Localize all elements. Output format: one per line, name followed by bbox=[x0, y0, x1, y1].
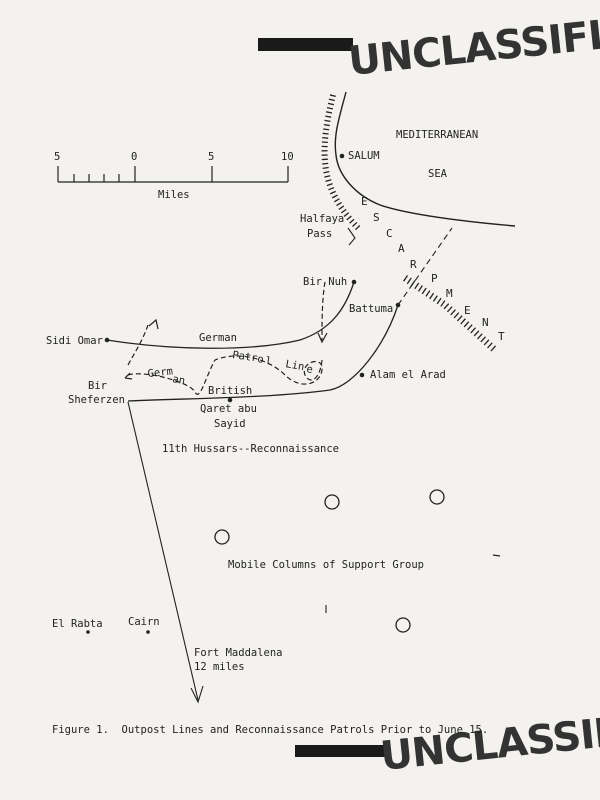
salum-dot bbox=[339, 153, 345, 159]
scale-tick-label: 5 bbox=[208, 151, 214, 163]
place-label-halfaya: Pass bbox=[307, 228, 332, 240]
german-patrol-route bbox=[127, 324, 149, 366]
escarpment-hatch-upper bbox=[321, 94, 363, 233]
escarpment-letter: M bbox=[446, 287, 453, 300]
arrowhead bbox=[124, 372, 133, 380]
stamp-top: UNCLASSIFIED bbox=[346, 6, 600, 84]
mobile-column-circle bbox=[324, 494, 340, 510]
scale-bar: 5 0 5 10 Miles bbox=[54, 151, 294, 201]
german-outpost-line bbox=[106, 281, 355, 349]
arrowhead bbox=[148, 318, 159, 330]
stamp-bottom: UNCLASSIFIED bbox=[378, 701, 600, 779]
escarpment-letter: N bbox=[482, 316, 489, 329]
line-label-patrol: Patr bbox=[232, 349, 259, 364]
arrowhead bbox=[317, 332, 328, 344]
scale-tick-label: 0 bbox=[131, 151, 137, 163]
place-label-bir-sheferzen: Sheferzen bbox=[68, 394, 125, 406]
place-label-alam-el-arad: Alam el Arad bbox=[370, 369, 446, 381]
place-label-bir-nuh: Bir Nuh bbox=[303, 276, 347, 288]
fort-maddalena-arrow-line bbox=[127, 401, 199, 701]
scale-tick-label: 10 bbox=[281, 151, 294, 163]
el-rabta-dot bbox=[86, 630, 90, 634]
scale-tick-label: 5 bbox=[54, 151, 60, 163]
place-label-cairn: Cairn bbox=[128, 616, 160, 628]
line-label-patrol: l bbox=[265, 355, 273, 368]
sea-label: SEA bbox=[428, 168, 448, 180]
place-label-halfaya: Halfaya bbox=[300, 213, 344, 225]
alam-el-arad-dot bbox=[359, 372, 365, 378]
escarpment-letter: A bbox=[398, 242, 405, 255]
escarpment-letter: R bbox=[410, 258, 417, 271]
place-label-fort-maddalena: Fort Maddalena bbox=[194, 647, 283, 659]
mobile-column-circle bbox=[395, 617, 411, 633]
escarpment-letter: E bbox=[464, 304, 471, 317]
german-patrol-route bbox=[127, 355, 323, 395]
line-label-german: German bbox=[199, 332, 237, 344]
place-label-qaret-abu-sayid: Sayid bbox=[214, 418, 246, 430]
figure-caption: Figure 1. Outpost Lines and Reconnaissan… bbox=[52, 724, 488, 736]
mobile-column-circle bbox=[214, 529, 230, 545]
halfaya-pass-marker bbox=[347, 227, 356, 246]
escarpment-letter: T bbox=[498, 330, 505, 343]
bir-nuh-dot bbox=[351, 279, 357, 285]
unit-label-hussars: 11th Hussars--Reconnaissance bbox=[162, 443, 339, 455]
escarpment-letter: S bbox=[373, 211, 380, 224]
british-outpost-line bbox=[127, 304, 399, 402]
redaction-bar-top bbox=[258, 38, 353, 51]
arrowhead bbox=[190, 685, 204, 704]
battuma-coast-dashed-line bbox=[397, 227, 453, 306]
place-label-bir-sheferzen: Bir bbox=[88, 380, 107, 392]
sidi-omar-dot bbox=[104, 337, 110, 343]
line-label-german-low: Germ bbox=[147, 365, 173, 380]
battuma-dot bbox=[395, 302, 401, 308]
line-label-line: e bbox=[305, 363, 313, 376]
place-label-fort-maddalena: 12 miles bbox=[194, 661, 245, 673]
line-label-british: British bbox=[208, 385, 252, 397]
place-label-salum: SALUM bbox=[348, 150, 380, 162]
place-label-battuma: Battuma bbox=[349, 303, 393, 315]
cairn-dot bbox=[146, 630, 150, 634]
escarpment-letter: E bbox=[361, 195, 368, 208]
small-mark bbox=[492, 554, 501, 557]
scale-unit-label: Miles bbox=[158, 189, 190, 201]
line-label-german-low: an bbox=[171, 373, 186, 387]
place-label-el-rabta: El Rabta bbox=[52, 618, 103, 630]
sea-label: MEDITERRANEAN bbox=[396, 129, 478, 141]
place-label-sidi-omar: Sidi Omar bbox=[46, 335, 103, 347]
unit-label-mobile-columns: Mobile Columns of Support Group bbox=[228, 559, 424, 571]
escarpment-letter: P bbox=[431, 272, 438, 285]
line-label-line: Lin bbox=[284, 358, 305, 373]
bir-nuh-patrol-route bbox=[321, 281, 326, 341]
mobile-column-circle bbox=[429, 489, 445, 505]
escarpment-letter: C bbox=[386, 227, 393, 240]
coastline bbox=[334, 91, 516, 227]
place-label-qaret-abu-sayid: Qaret abu bbox=[200, 403, 257, 415]
qaret-abu-sayid-dot bbox=[227, 397, 233, 403]
line-label-patrol: o bbox=[257, 353, 265, 366]
redaction-bar-bottom bbox=[295, 745, 385, 757]
